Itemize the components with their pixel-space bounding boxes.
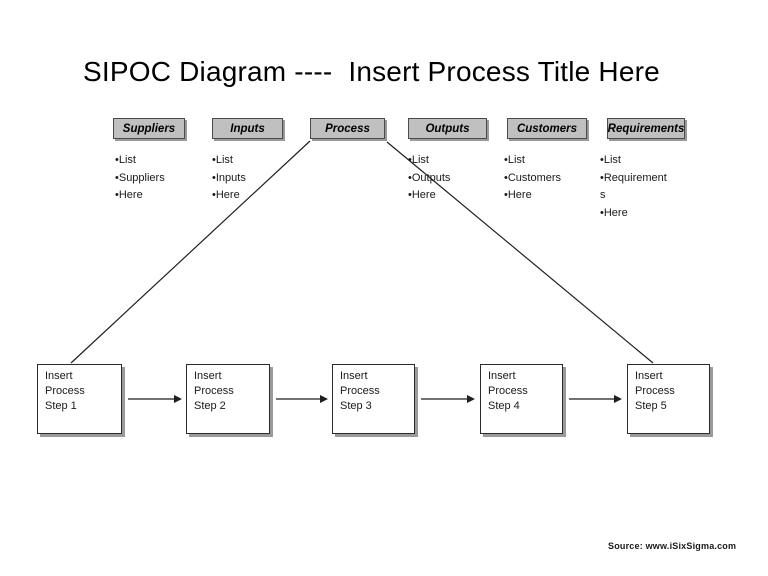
- process-step-box-4: Insert Process Step 4: [480, 364, 563, 434]
- bullet-item: •List: [115, 154, 136, 166]
- process-step-label: Insert Process Step 3: [340, 370, 380, 412]
- bullet-list-inputs: •List •Inputs •Here: [212, 152, 296, 205]
- header-box-inputs: Inputs: [212, 118, 283, 139]
- header-label-suppliers: Suppliers: [122, 122, 176, 135]
- bullet-item: •Outputs: [408, 171, 451, 184]
- bullet-item: •List: [408, 154, 429, 166]
- header-box-requirements: Requirements: [607, 118, 685, 139]
- process-step-box-1: Insert Process Step 1: [37, 364, 122, 434]
- bullet-item: •Customers: [504, 171, 562, 184]
- bullet-item: •Here: [600, 206, 628, 219]
- header-label-inputs: Inputs: [230, 122, 265, 135]
- process-step-label: Insert Process Step 1: [45, 370, 85, 412]
- bullet-list-suppliers: •List •Suppliers •Here: [115, 152, 199, 205]
- bullet-item: •List: [504, 154, 525, 166]
- header-box-process: Process: [310, 118, 385, 139]
- bullet-item: •Here: [408, 189, 436, 201]
- bullet-item: •Suppliers: [115, 171, 165, 184]
- bullet-item: •Here: [115, 189, 143, 201]
- header-box-suppliers: Suppliers: [113, 118, 185, 139]
- process-step-label: Insert Process Step 2: [194, 370, 234, 412]
- process-step-label: Insert Process Step 5: [635, 370, 675, 412]
- process-step-box-3: Insert Process Step 3: [332, 364, 415, 434]
- bullet-list-outputs: •List •Outputs •Here: [408, 152, 492, 205]
- bullet-list-customers: •List •Customers •Here: [504, 152, 588, 205]
- header-box-outputs: Outputs: [408, 118, 487, 139]
- bullet-list-requirements: •List •Requirements •Here: [600, 152, 671, 222]
- process-step-box-2: Insert Process Step 2: [186, 364, 270, 434]
- process-step-label: Insert Process Step 4: [488, 370, 528, 412]
- bullet-item: •Here: [504, 189, 532, 201]
- page-title: SIPOC Diagram ---- Insert Process Title …: [83, 56, 660, 87]
- bullet-item: •Here: [212, 189, 240, 201]
- process-step-box-5: Insert Process Step 5: [627, 364, 710, 434]
- bullet-item: •Requirements: [600, 171, 667, 202]
- header-label-customers: Customers: [516, 122, 578, 135]
- bullet-item: •List: [600, 154, 621, 166]
- bullet-item: •Inputs: [212, 171, 246, 184]
- header-box-customers: Customers: [507, 118, 587, 139]
- header-label-process: Process: [325, 122, 370, 135]
- header-label-requirements: Requirements: [607, 122, 685, 135]
- header-label-outputs: Outputs: [425, 122, 470, 135]
- bullet-item: •List: [212, 154, 233, 166]
- source-credit: Source: www.iSixSigma.com: [608, 541, 737, 551]
